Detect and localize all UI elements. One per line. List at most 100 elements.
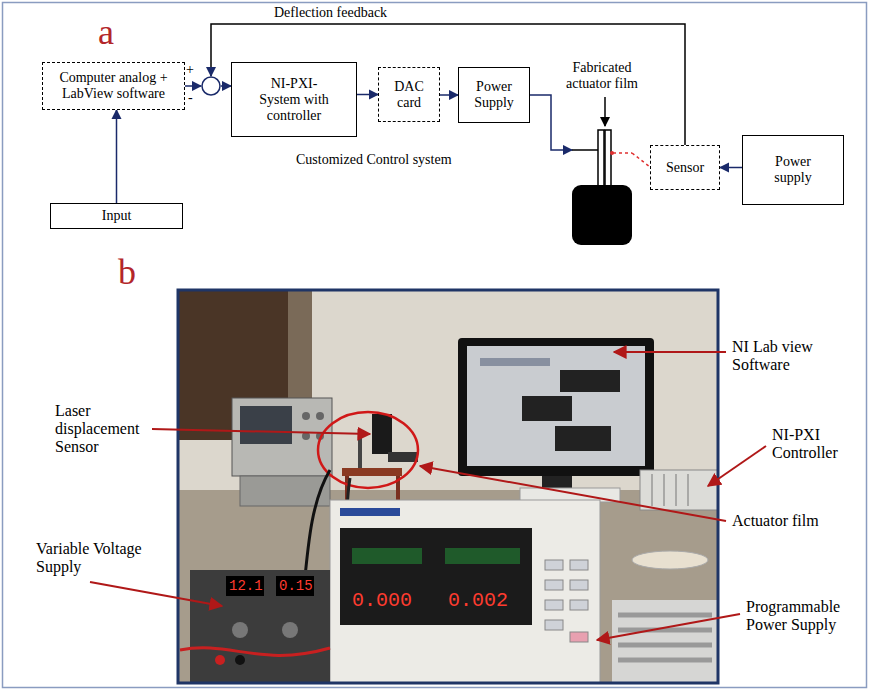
process-box: Computer analog + LabView software	[42, 62, 185, 110]
wire	[572, 149, 598, 151]
pxi-chassis	[640, 470, 718, 510]
callout-arrow	[708, 446, 766, 486]
scope-knob	[316, 412, 324, 420]
led-readout: 0.15	[279, 578, 313, 594]
callout-label: NI Lab view Software	[732, 338, 847, 374]
connector	[530, 95, 572, 150]
photo-ground	[178, 290, 718, 683]
monitor-stand	[542, 476, 572, 488]
callout-arrow	[597, 614, 740, 640]
outer-frame	[3, 3, 867, 688]
node-label: +	[186, 62, 194, 78]
leader-line	[604, 97, 606, 126]
node-text: Power Supply	[465, 79, 523, 111]
node-text: NI-PXI- System with controller	[252, 76, 336, 124]
screen-panel	[480, 358, 550, 366]
junction-circle	[202, 77, 220, 95]
callout-arrow	[90, 582, 222, 606]
red-wire	[180, 648, 330, 656]
terminal	[235, 655, 245, 665]
brand-strip	[340, 508, 400, 516]
panel-letter: a	[98, 12, 114, 52]
photo	[178, 290, 718, 683]
button	[570, 580, 588, 590]
led-readout: 0.000	[352, 590, 412, 612]
process-box: Power Supply	[458, 67, 530, 123]
summing-junction: +-	[201, 76, 221, 96]
callout-arrows	[90, 352, 766, 640]
connector	[357, 94, 378, 96]
pxi-slot	[688, 474, 689, 506]
keyboard	[612, 600, 718, 683]
key-row	[618, 613, 712, 618]
callout-label: Programmable Power Supply	[746, 598, 861, 634]
connector	[116, 110, 118, 203]
panel-letter: b	[118, 252, 136, 292]
callout-label: Variable Voltage Supply	[36, 540, 166, 576]
caption-text: Customized Control system	[296, 152, 452, 168]
connector	[720, 167, 742, 169]
photo-frame	[178, 290, 718, 683]
button	[570, 632, 588, 642]
terminal	[215, 655, 225, 665]
button	[570, 600, 588, 610]
laser-sensor	[372, 414, 392, 454]
process-box: NI-PXI- System with controller	[231, 62, 357, 137]
connector	[440, 94, 458, 96]
button	[545, 600, 563, 610]
monitor	[458, 338, 654, 476]
screen-panel	[522, 396, 572, 421]
scope-screen	[240, 406, 292, 444]
node-text: DAC card	[385, 79, 433, 111]
dish	[632, 551, 708, 569]
button	[570, 560, 588, 570]
highlight-ellipse	[318, 412, 418, 488]
mount-rod	[358, 438, 362, 468]
connector	[211, 24, 685, 145]
actuator-outline	[572, 128, 632, 245]
knob	[282, 622, 298, 638]
wall	[178, 290, 718, 490]
actuator-base	[572, 185, 632, 245]
input-box: Input	[50, 203, 183, 229]
process-box: Power supply	[742, 135, 844, 205]
node-label: Fabricated actuator film	[557, 60, 647, 92]
actuator-film: Fabricated actuator film	[572, 128, 632, 245]
node-text: Computer analog + LabView software	[47, 70, 180, 102]
actuator-clip	[388, 452, 418, 462]
monitor-screen	[467, 346, 645, 466]
callout-arrow	[420, 466, 726, 521]
button	[545, 560, 563, 570]
connector	[185, 85, 201, 87]
sensor-box: Sensor	[650, 145, 720, 190]
film-strip	[598, 130, 604, 188]
programmable-supply	[330, 500, 600, 683]
edge-label: Deflection feedback	[272, 5, 389, 21]
laser-beam	[632, 153, 650, 167]
button	[545, 580, 563, 590]
key-row	[618, 643, 712, 648]
node-text: Power supply	[757, 154, 829, 186]
callout-arrow	[614, 351, 726, 353]
callout-label: Laser displacement Sensor	[55, 402, 155, 456]
key-row	[618, 658, 712, 663]
scope-knob	[302, 412, 310, 420]
callout-arrow	[152, 429, 370, 434]
screen-panel	[560, 370, 620, 392]
sensor-table	[342, 468, 402, 476]
knob	[232, 622, 248, 638]
node-text: Input	[102, 208, 132, 224]
callout-label: Actuator film	[732, 512, 852, 530]
circle-outline	[201, 76, 221, 96]
film-strip	[605, 130, 611, 188]
bench	[178, 490, 718, 683]
screen-panel	[555, 426, 611, 451]
callout-label: NI-PXI Controller	[772, 426, 857, 462]
led-window	[276, 576, 314, 596]
oscilloscope	[232, 398, 332, 476]
button	[545, 620, 563, 630]
pxi-slot	[664, 474, 665, 506]
led-window	[226, 576, 264, 596]
pxi-slot	[676, 474, 677, 506]
